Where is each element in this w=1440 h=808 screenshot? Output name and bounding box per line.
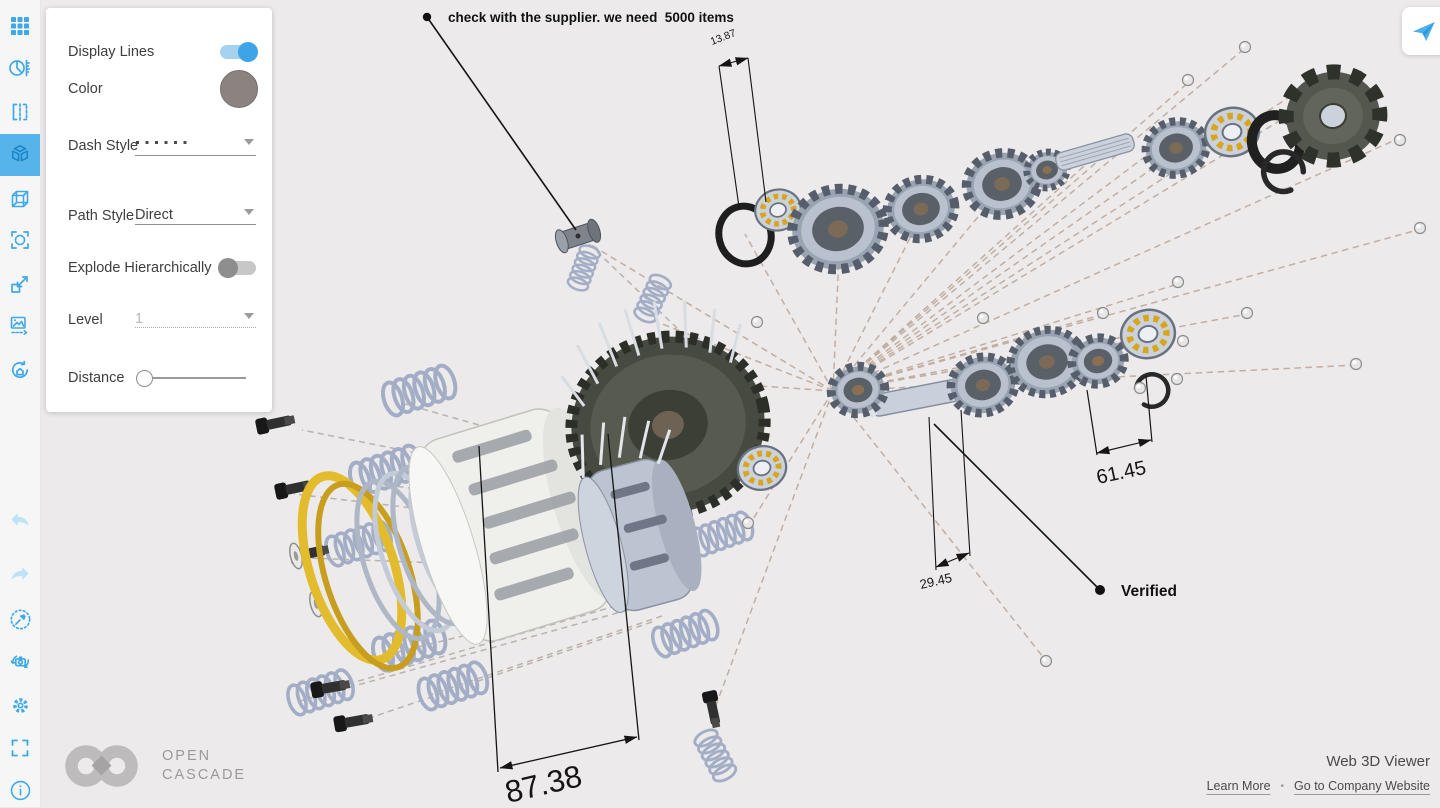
cube-wireframe-icon [11,190,29,208]
counter-gear-5[interactable] [1140,115,1212,181]
distance-label: Distance [68,370,125,386]
info-button[interactable] [0,772,40,808]
color-label: Color [68,81,103,97]
fullscreen-icon [11,739,29,757]
fit-selection-icon [11,231,29,249]
pin-compass-icon [9,608,31,630]
level-underline [135,327,256,328]
level-label: Level [68,312,103,328]
settings-button[interactable] [0,687,40,723]
explode-hierarchically-toggle[interactable] [218,258,256,278]
brand-logo-block: OPEN CASCADE [60,739,246,793]
distance-slider[interactable] [136,370,246,387]
primary-drive-gear[interactable] [547,284,781,532]
paper-plane-icon [1412,21,1435,41]
footer-links-block: Web 3D Viewer Learn More • Go to Company… [1207,753,1430,793]
explode-button[interactable] [0,134,40,176]
dimension-29-45[interactable]: 29.45 [918,409,971,592]
grid-icon [11,17,29,35]
svg-text:Verified: Verified [1121,583,1177,600]
path-style-value[interactable]: Direct [135,207,173,223]
explode-icon [12,145,28,162]
fullscreen-button[interactable] [0,730,40,766]
reset-view-icon [11,360,29,379]
annotation-verified[interactable]: Verified [933,423,1177,600]
svg-text:13.87: 13.87 [709,27,738,48]
chain-sprocket[interactable] [1278,64,1388,168]
share-button[interactable] [1402,7,1440,55]
image-resize-icon [10,316,28,335]
spacer-roller[interactable] [553,218,603,255]
redo-button[interactable] [0,556,40,592]
path-style-dropdown-arrow[interactable] [244,209,254,215]
undo-icon [11,512,29,526]
svg-text:check with the supplier. we ne: check with the supplier. we need 5000 it… [448,10,734,25]
cube-view-button[interactable] [0,181,40,217]
dash-style-preview [136,141,192,144]
splined-shaft[interactable] [1054,132,1136,171]
counter-gear-1[interactable] [785,180,892,277]
info-icon [10,780,30,800]
svg-text:29.45: 29.45 [918,570,953,592]
pin-view-button[interactable] [0,601,40,637]
dash-style-dropdown-arrow[interactable] [244,139,254,145]
path-style-underline [135,224,256,225]
redo-icon [11,566,29,580]
app-title: Web 3D Viewer [1326,753,1430,770]
color-swatch[interactable] [220,70,258,108]
transform-button[interactable] [0,266,40,302]
camera-rotate-button[interactable] [0,643,40,679]
clutch-hub-drum[interactable] [555,407,712,620]
learn-more-link[interactable]: Learn More [1206,779,1271,793]
link-separator: • [1280,780,1285,792]
resize-arrows-icon [11,276,28,293]
reset-view-button[interactable] [0,352,40,388]
clipping-planes-icon [12,103,28,121]
level-value[interactable]: 1 [135,311,144,327]
display-lines-toggle[interactable] [220,42,258,62]
camera-rotate-icon [10,654,29,668]
measurements-icon [9,59,30,77]
toolbar-sidebar [0,0,41,807]
distance-slider-knob[interactable] [136,370,153,387]
company-website-link[interactable]: Go to Company Website [1294,779,1430,793]
path-style-label: Path Style [68,208,135,224]
brand-name: OPEN CASCADE [162,748,247,783]
measurements-button[interactable] [0,50,40,86]
clipping-button[interactable] [0,94,40,130]
dash-style-label: Dash Style [68,138,139,154]
display-lines-label: Display Lines [68,44,155,60]
open-cascade-logo-icon [65,745,138,787]
undo-button[interactable] [0,502,40,538]
explode-settings-panel: Display Lines Color Dash Style Path Styl… [46,8,272,412]
counter-gear-2[interactable] [882,173,961,245]
dash-style-underline [135,155,256,156]
level-dropdown-arrow[interactable] [244,313,254,319]
dimension-13-87[interactable]: 13.87 [709,27,767,208]
grid-menu-button[interactable] [0,8,40,44]
fit-selection-button[interactable] [0,222,40,258]
image-size-button[interactable] [0,307,40,343]
svg-text:87.38: 87.38 [502,758,585,807]
gear-icon [12,697,28,713]
explode-hierarchically-label: Explode Hierarchically [68,260,212,276]
svg-text:61.45: 61.45 [1094,457,1148,489]
annotation-supplier-note[interactable]: check with the supplier. we need 5000 it… [422,10,734,231]
